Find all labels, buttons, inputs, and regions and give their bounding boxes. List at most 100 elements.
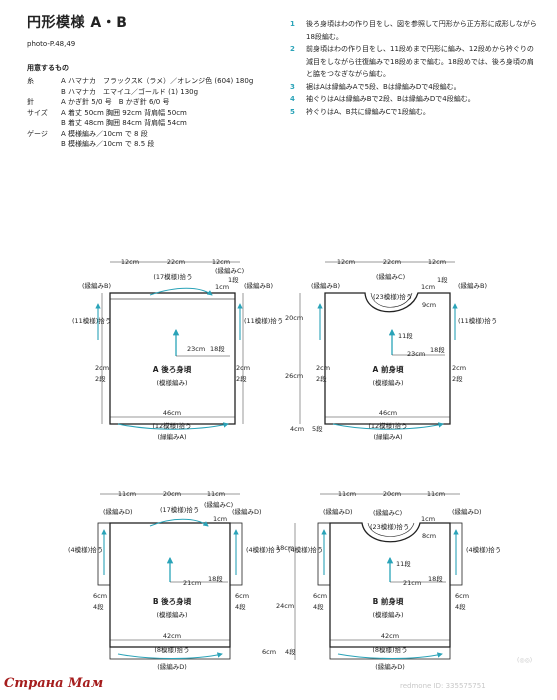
a-back-1cm: 1cm xyxy=(215,283,229,291)
materials-key: ゲージ xyxy=(27,129,48,138)
b-back-side-motif-right: (4模様)拾う xyxy=(246,545,281,554)
a-front-edge-c: (縁編みC) xyxy=(376,272,405,281)
materials-row: B 着丈 48cm 胸囲 84cm 背肩幅 54cm xyxy=(27,118,253,129)
page-title: 円形模様 A・B xyxy=(27,15,128,31)
a-back-body xyxy=(109,292,236,425)
b-front-edge-d-right: (縁編みD) xyxy=(452,507,482,516)
b-front-height-top: 18cm xyxy=(276,544,294,552)
step-number: 1 xyxy=(290,20,295,28)
a-back-radius: 23cm xyxy=(187,345,205,353)
a-back-2cm-left: 2cm xyxy=(95,364,109,372)
b-back-edge-d-left: (縁編みD) xyxy=(103,507,133,516)
materials-value: B 模様編み／10cm で 8.5 段 xyxy=(61,140,155,148)
b-front-body xyxy=(329,522,451,648)
a-front-top-width-right: 12cm xyxy=(428,258,446,266)
b-front-6cm-right: 6cm xyxy=(455,592,469,600)
materials-value: B 着丈 48cm 胸囲 84cm 背肩幅 54cm xyxy=(61,119,187,127)
step-text: 前身頃はわの作り目をし、11段めまで円形に編み、12段めから衿ぐりの減目をしなが… xyxy=(306,45,534,78)
a-back-top-motif: (17模様)拾う xyxy=(153,272,192,281)
a-back-rows-18: 18段 xyxy=(210,344,225,353)
materials-row: 糸 A ハマナカ フラックスK（ラメ）／オレンジ色 (604) 180g xyxy=(27,76,253,87)
a-front-2rows-left: 2段 xyxy=(316,374,327,383)
materials-value: A かぎ針 5/0 号 B かぎ針 6/0 号 xyxy=(61,98,170,106)
materials-key: 糸 xyxy=(27,77,34,85)
b-back-1cm: 1cm xyxy=(213,515,227,523)
b-back-top-width-left: 11cm xyxy=(118,490,136,498)
b-back-6cm-left: 6cm xyxy=(93,592,107,600)
b-front-top-width-right: 11cm xyxy=(427,490,445,498)
materials-value: A ハマナカ フラックスK（ラメ）／オレンジ色 (604) 180g xyxy=(61,77,254,85)
a-front-top-width-mid: 22cm xyxy=(383,258,401,266)
b-front-bottom-motif: (8模様)拾う xyxy=(372,645,407,654)
a-back-edge-b-left: (縁編みB) xyxy=(82,281,111,290)
a-front-width: 46cm xyxy=(379,409,397,417)
step-text: 裾はAは縁編みAで5段、Bは縁編みDで4段編む。 xyxy=(306,82,461,91)
b-back-edge-c: (縁編みC) xyxy=(204,500,233,509)
a-front-neck-depth: 9cm xyxy=(422,301,436,309)
a-back-side-motif-right: (11模様)拾う xyxy=(244,316,283,325)
b-front-rows-11: 11段 xyxy=(396,559,411,568)
b-front-neck-depth: 8cm xyxy=(422,532,436,540)
materials-row: サイズ A 着丈 50cm 胸囲 92cm 背肩幅 50cm xyxy=(27,108,253,119)
b-front-radius: 21cm xyxy=(403,579,421,587)
a-back-bottom-motif: (12模様)拾う xyxy=(152,421,191,430)
a-back-top-width-mid: 22cm xyxy=(167,258,185,266)
a-front-height-top: 20cm xyxy=(285,314,303,322)
b-back-rows-18: 18段 xyxy=(208,574,223,583)
b-back-body xyxy=(109,522,231,648)
b-front-pattern: (模様編み) xyxy=(372,610,403,619)
materials-key: サイズ xyxy=(27,108,48,117)
materials-row: ゲージ A 模様編み／10cm で 8 段 xyxy=(27,129,253,140)
b-front-side-motif-left: (4模様)拾う xyxy=(288,545,323,554)
materials-row: B 模様編み／10cm で 8.5 段 xyxy=(27,139,253,150)
step-item: 4 袖ぐりはAは縁編みBで2段、Bは縁編みDで4段編む。 xyxy=(290,93,540,106)
b-front-6cm-left: 6cm xyxy=(313,592,327,600)
b-front-width: 42cm xyxy=(381,632,399,640)
a-back-2cm-right: 2cm xyxy=(236,364,250,372)
instruction-steps: 1 後ろ身頃はわの作り目をし、図を参照して円形から正方形に成形しながら18段編む。… xyxy=(290,18,540,118)
b-front-edge-d-left: (縁編みD) xyxy=(323,507,353,516)
a-back-edge-a: (緑編みA) xyxy=(157,432,186,441)
step-text: 後ろ身頃はわの作り目をし、図を参照して円形から正方形に成形しながら18段編む。 xyxy=(306,20,537,41)
materials-value: B ハマナカ エマイユ／ゴールド (1) 130g xyxy=(61,87,199,96)
a-back-1row: 1段 xyxy=(228,275,239,284)
b-back-top-width-right: 11cm xyxy=(207,490,225,498)
materials-value: A 着丈 50cm 胸囲 92cm 背肩幅 50cm xyxy=(61,108,187,117)
materials-key: 針 xyxy=(27,98,34,106)
a-front-top-width-left: 12cm xyxy=(337,258,355,266)
site-footer-logo: Страна Мам xyxy=(4,676,104,691)
b-front-neck-motif: (23模様)拾う xyxy=(370,522,409,531)
step-text: 袖ぐりはAは縁編みBで2段、Bは縁編みDで4段編む。 xyxy=(306,95,475,103)
b-back-diagram: 11cm 20cm 11cm (17模様)拾う (縁編みC) 1cm (縁編みD… xyxy=(68,490,281,671)
step-number: 4 xyxy=(290,95,295,103)
b-front-4rows-left: 4段 xyxy=(313,602,324,611)
b-front-side-motif-right: (4模様)拾う xyxy=(466,545,501,554)
a-front-1row: 1段 xyxy=(437,275,448,284)
materials-value: A 模様編み／10cm で 8 段 xyxy=(61,129,148,138)
a-front-rows-11: 11段 xyxy=(398,331,413,340)
b-back-top-motif: (17模様)拾う xyxy=(160,505,199,514)
a-front-bottom-motif: (12模様)拾う xyxy=(368,421,407,430)
a-front-radius: 23cm xyxy=(407,350,425,358)
b-front-edge-d-bottom: (縁編みD) xyxy=(375,662,405,671)
a-front-edge-a: (緑編みA) xyxy=(373,432,402,441)
b-front-diagram: 11cm 20cm 11cm (縁編みC) (23模様)拾う 1cm 8cm (… xyxy=(262,490,501,671)
b-back-edge-d-bottom: (縁編みD) xyxy=(157,662,187,671)
b-front-4rows-right: 4段 xyxy=(455,602,466,611)
b-front-4rows-bottom: 4段 xyxy=(285,647,296,656)
a-front-2rows-right: 2段 xyxy=(452,374,463,383)
step-text: 衿ぐりはA、B共に縁編みCで1段編む。 xyxy=(306,107,430,116)
b-back-name: B 後ろ身頃 xyxy=(153,596,192,606)
b-back-4rows-left: 4段 xyxy=(93,602,104,611)
b-back-width: 42cm xyxy=(163,632,181,640)
a-back-name: A 後ろ身頃 xyxy=(153,364,192,374)
b-front-name: B 前身頃 xyxy=(373,596,404,606)
watermark-text: redmone ID: 335575751 xyxy=(400,682,486,690)
a-back-top-width-left: 12cm xyxy=(121,258,139,266)
a-back-edge-c: (縁編みC) xyxy=(215,266,244,275)
step-item: 1 後ろ身頃はわの作り目をし、図を参照して円形から正方形に成形しながら18段編む。 xyxy=(290,18,540,43)
materials-row: 針 A かぎ針 5/0 号 B かぎ針 6/0 号 xyxy=(27,97,253,108)
a-front-height-bottom: 4cm xyxy=(290,425,304,433)
